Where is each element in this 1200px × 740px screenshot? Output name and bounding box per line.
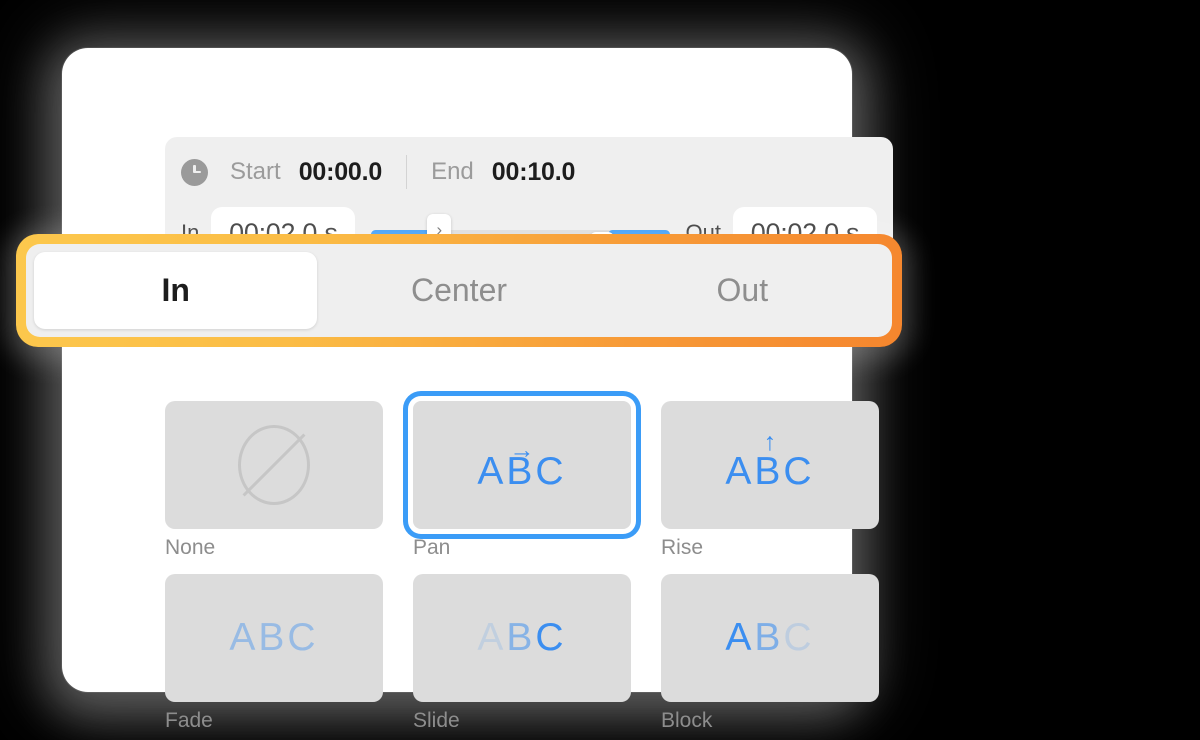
arrow-right-icon: → xyxy=(509,436,535,464)
segmented-control: In Center Out xyxy=(26,244,892,337)
effect-thumbnail[interactable]: ABC xyxy=(413,574,631,703)
effect-option-block[interactable]: ABC Block xyxy=(661,574,879,733)
effect-sample-text: ABC xyxy=(477,616,567,660)
effect-option-slide[interactable]: ABC Slide xyxy=(413,574,631,733)
effect-sample-text: ABC xyxy=(477,450,567,493)
tab-in[interactable]: In xyxy=(34,252,318,329)
effect-label: Rise xyxy=(661,536,704,559)
clock-icon xyxy=(181,158,208,186)
end-label: End xyxy=(431,158,474,185)
effect-sample-text: ABC xyxy=(725,616,815,660)
effect-label: Fade xyxy=(165,709,213,733)
effect-option-rise[interactable]: ↑ ABC Rise xyxy=(661,401,879,560)
effect-thumbnail[interactable]: ↑ ABC xyxy=(661,401,879,529)
header-divider xyxy=(406,155,408,189)
effect-thumbnail[interactable]: ABC xyxy=(661,574,879,703)
segmented-control-highlight: In Center Out xyxy=(16,234,902,347)
end-value[interactable]: 00:10.0 xyxy=(491,157,576,186)
start-label: Start xyxy=(230,158,281,185)
effect-thumbnail[interactable]: ABC xyxy=(165,574,383,703)
start-value[interactable]: 00:00.0 xyxy=(298,157,383,186)
tab-center[interactable]: Center xyxy=(410,272,508,308)
no-entry-icon xyxy=(238,425,310,505)
effect-option-pan[interactable]: → ABC Pan xyxy=(413,401,631,560)
effect-thumbnail[interactable]: → ABC xyxy=(413,401,631,529)
tab-out[interactable]: Out xyxy=(716,272,769,308)
timing-summary-row: Start 00:00.0 End 00:10.0 xyxy=(181,145,575,199)
effect-sample-text: ABC xyxy=(725,450,815,493)
effect-thumbnail[interactable] xyxy=(165,401,383,529)
effect-option-none[interactable]: None xyxy=(165,401,383,560)
arrow-up-icon: ↑ xyxy=(763,428,777,456)
effects-grid: None → ABC Pan ↑ ABC Rise ABC xyxy=(165,401,893,733)
text-animation-panel: Start 00:00.0 End 00:10.0 In 00:02.0 s ›… xyxy=(62,48,893,732)
effect-label: Block xyxy=(661,709,713,733)
effect-option-fade[interactable]: ABC Fade xyxy=(165,574,383,733)
effect-label: None xyxy=(165,536,216,559)
effect-sample-text: ABC xyxy=(229,616,319,660)
effect-label: Pan xyxy=(413,536,451,559)
effect-label: Slide xyxy=(413,709,460,733)
